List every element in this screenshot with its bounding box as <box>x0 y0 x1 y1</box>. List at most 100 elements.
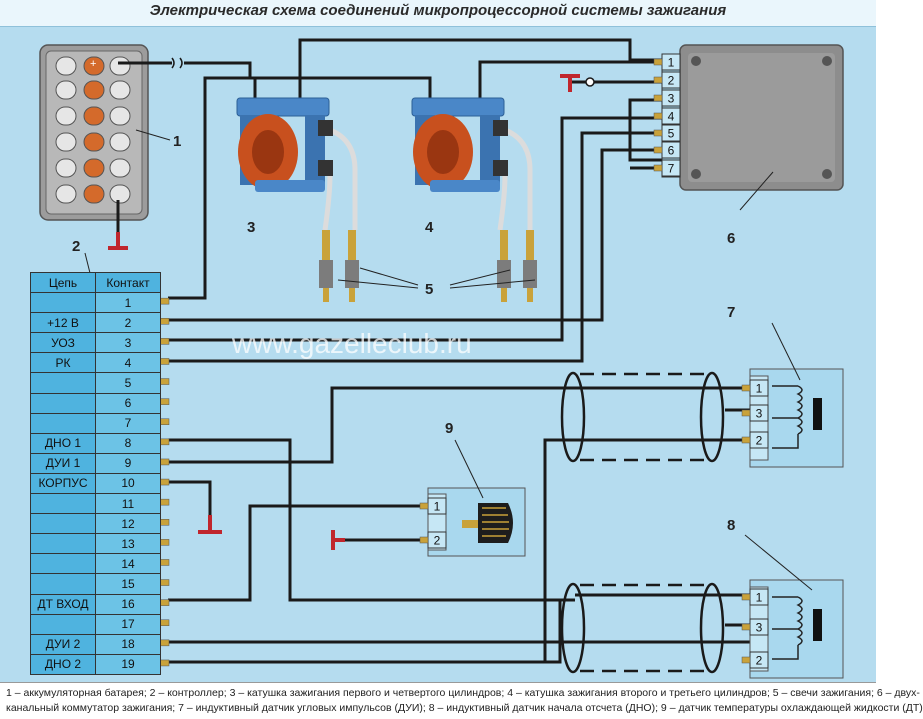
watermark: www.gazelleclub.ru <box>231 328 472 359</box>
controller-pin <box>159 358 170 365</box>
callout-3: 3 <box>247 219 255 236</box>
callout-5: 5 <box>425 281 433 298</box>
controller-contact-cell: 4 <box>95 352 161 374</box>
callout-5-leaders <box>337 267 536 289</box>
ignition-coil-2-3 <box>411 97 508 192</box>
controller-row: 12 <box>30 513 161 535</box>
controller-row: 1 <box>30 292 161 314</box>
legend-line-1: 1 – аккумуляторная батарея; 2 – контролл… <box>6 687 920 699</box>
callout-8: 8 <box>727 517 735 534</box>
controller-circuit-cell: ДНО 1 <box>30 432 96 454</box>
controller-contact-cell: 15 <box>95 573 161 595</box>
controller-pin <box>159 559 170 566</box>
commutator-pin <box>653 76 663 84</box>
commutator-pin-label: 2 <box>668 74 675 88</box>
controller-circuit-cell <box>30 513 96 535</box>
shielded-cable-7 <box>560 371 725 463</box>
controller-pin <box>159 458 170 466</box>
controller-row: 6 <box>30 392 161 414</box>
controller-contact-cell: 1 <box>95 292 161 314</box>
ground-symbol-commutator <box>560 74 595 92</box>
controller-circuit-cell: ДУИ 1 <box>30 452 96 474</box>
controller-circuit-cell: ДНО 2 <box>30 653 96 675</box>
ignition-commutator <box>661 44 844 191</box>
commutator-pin-label: 4 <box>668 110 675 124</box>
controller-row: 17 <box>30 613 161 635</box>
controller-pin <box>159 519 170 526</box>
battery-cell-cap <box>55 106 77 126</box>
legend: 1 – аккумуляторная батарея; 2 – контролл… <box>0 682 923 719</box>
controller-row: 5 <box>30 372 161 394</box>
controller-pin <box>159 297 170 305</box>
controller-circuit-cell: РК <box>30 352 96 374</box>
controller-row: 7 <box>30 412 161 434</box>
controller-contact-cell: 12 <box>95 513 161 535</box>
commutator-pin <box>653 129 663 137</box>
commutator-pin-label: 1 <box>668 56 675 70</box>
commutator-pin <box>653 58 663 66</box>
controller-contact-cell: 14 <box>95 553 161 575</box>
controller-contact-cell: 8 <box>95 432 161 454</box>
commutator-pin <box>653 164 663 172</box>
controller-pin <box>159 599 170 606</box>
controller-row: 13 <box>30 533 161 555</box>
controller-circuit-cell <box>30 553 96 575</box>
battery-cell-cap <box>55 132 77 152</box>
battery-cell-cap <box>83 184 105 204</box>
controller-contact-cell: 18 <box>95 633 161 655</box>
controller-contact-cell: 9 <box>95 452 161 474</box>
controller-contact-cell: 5 <box>95 372 161 394</box>
controller-circuit-cell: ДТ ВХОД <box>30 593 96 615</box>
controller-pin <box>159 398 170 405</box>
controller-circuit-cell <box>30 573 96 595</box>
sensor7-pin <box>741 436 751 444</box>
sensor8-pin-label: 3 <box>756 621 763 635</box>
wires <box>168 38 750 664</box>
sensor7-pin <box>741 384 751 392</box>
controller-circuit-cell: ДУИ 2 <box>30 633 96 655</box>
battery-cell-cap <box>109 132 131 152</box>
commutator-pin-label: 7 <box>668 162 675 176</box>
controller-circuit-cell: КОРПУС <box>30 472 96 495</box>
battery-cell-cap <box>109 184 131 204</box>
controller-pin <box>159 498 170 506</box>
sensor8-pin-label: 2 <box>756 654 763 668</box>
commutator-pin-label: 5 <box>668 127 675 141</box>
callout-2: 2 <box>72 238 80 255</box>
sensor8-pin-label: 1 <box>756 591 763 605</box>
sensor8-pin <box>741 593 751 601</box>
sensor7-pin-label: 1 <box>756 382 763 396</box>
battery-cell-cap <box>83 80 105 100</box>
controller-row: 14 <box>30 553 161 575</box>
controller-pin <box>159 579 170 586</box>
commutator-pin-label: 3 <box>668 92 675 106</box>
controller-circuit-cell: УОЗ <box>30 332 96 354</box>
ground-symbol-controller <box>198 515 222 534</box>
controller-contact-cell: 11 <box>95 493 161 515</box>
callout-1: 1 <box>173 133 181 150</box>
controller-pin <box>159 659 170 667</box>
controller-pin <box>159 619 170 626</box>
controller-contact-cell: 3 <box>95 332 161 354</box>
battery-cell-cap <box>109 158 131 178</box>
sensor9-pin-label: 1 <box>434 500 441 514</box>
sensor9-pin <box>419 502 429 510</box>
controller-circuit-cell <box>30 392 96 414</box>
controller-row: 15 <box>30 573 161 595</box>
controller-circuit-cell <box>30 372 96 394</box>
battery-cell-cap <box>55 184 77 204</box>
controller-circuit-cell <box>30 533 96 555</box>
controller-pin <box>159 318 170 325</box>
ground-symbol-temp-sensor <box>331 530 345 550</box>
title-bar <box>0 0 876 27</box>
sensor7-pin-label: 3 <box>756 407 763 421</box>
sensor7-pin-label: 2 <box>756 434 763 448</box>
battery-cell-cap <box>83 132 105 152</box>
